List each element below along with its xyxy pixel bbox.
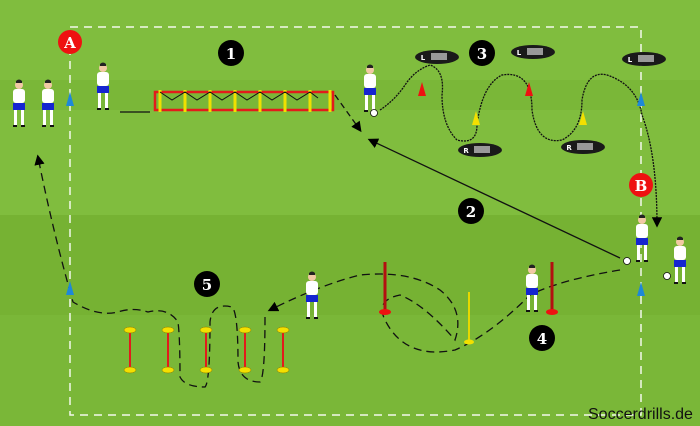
svg-text:5: 5 (202, 276, 212, 294)
svg-text:L: L (421, 54, 426, 62)
cone-blue (637, 282, 645, 296)
agility-ladder (153, 90, 335, 112)
boot-left: L (622, 52, 666, 66)
boots: L L L R R (415, 45, 666, 157)
cone-blue (66, 92, 74, 106)
station-4: 4 (529, 325, 555, 351)
movement-paths (34, 64, 663, 388)
station-markers: 1 2 3 4 5 A B (58, 30, 653, 351)
svg-text:L: L (517, 49, 522, 57)
slalom-poles (379, 262, 558, 345)
boot-right: R (561, 140, 605, 154)
svg-text:L: L (628, 56, 633, 64)
cone-red (525, 82, 533, 96)
station-1: 1 (218, 40, 244, 66)
station-5: 5 (194, 271, 220, 297)
boot-left: L (415, 50, 459, 64)
hurdles (123, 326, 290, 374)
svg-text:3: 3 (477, 45, 487, 63)
boot-right: R (458, 143, 502, 157)
cone-yellow (472, 111, 480, 125)
cone-blue (637, 92, 645, 106)
watermark: Soccerdrills.de (588, 406, 693, 423)
cone-blue (66, 281, 74, 295)
start-b: B (629, 173, 653, 197)
station-2: 2 (458, 198, 484, 224)
svg-text:R: R (463, 147, 469, 155)
cones (66, 82, 645, 296)
svg-text:2: 2 (466, 203, 476, 221)
balls (370, 109, 671, 280)
station-3: 3 (469, 40, 495, 66)
svg-text:A: A (63, 34, 76, 52)
cone-red (418, 82, 426, 96)
cone-yellow (579, 111, 587, 125)
svg-text:R: R (566, 144, 572, 152)
start-a: A (58, 30, 82, 54)
svg-text:4: 4 (537, 330, 547, 348)
svg-text:B: B (635, 177, 648, 195)
svg-text:1: 1 (226, 45, 236, 63)
boot-left: L (511, 45, 555, 59)
